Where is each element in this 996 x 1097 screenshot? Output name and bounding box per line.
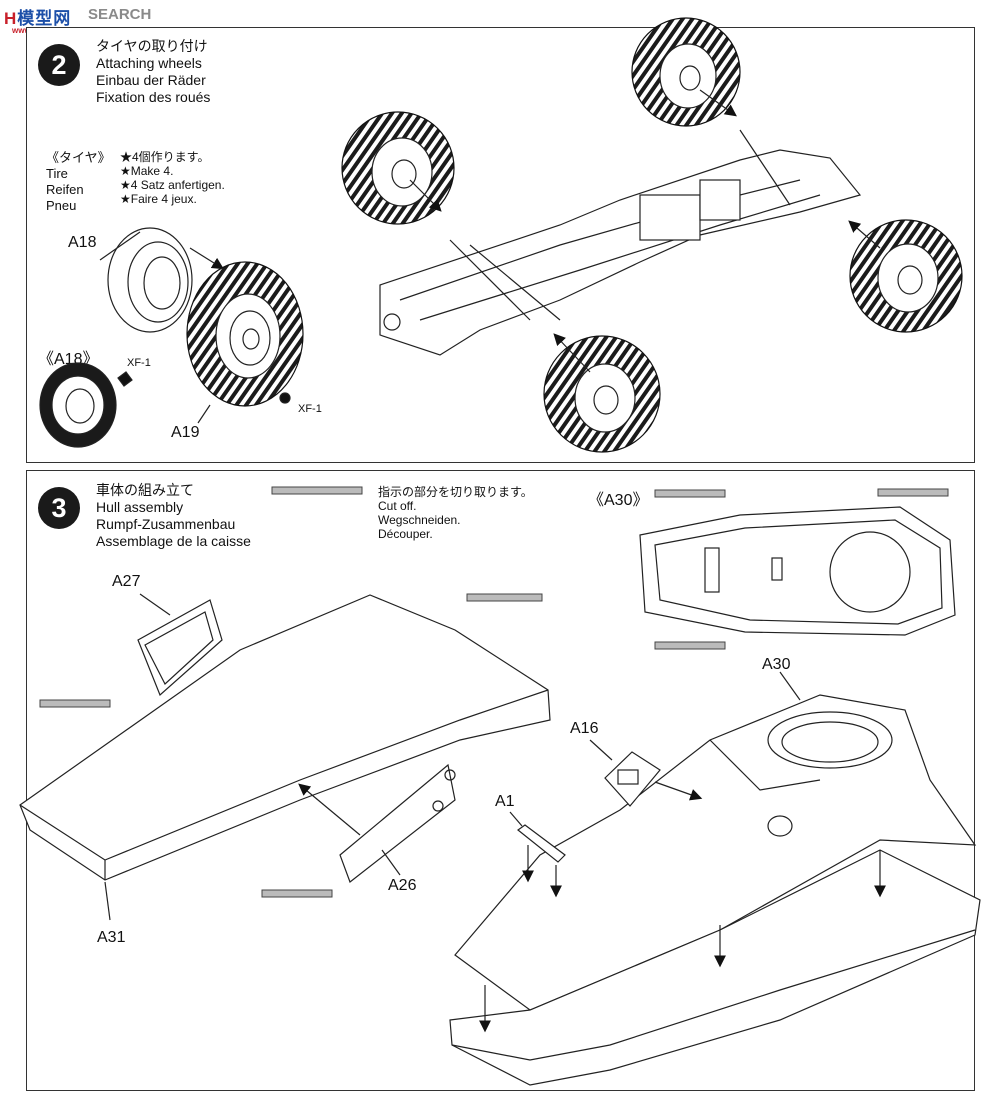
cut-note-de: Wegschneiden. (378, 513, 461, 527)
chassis-frame (379, 129, 862, 356)
step3-number: 3 (38, 487, 80, 529)
cut-note-en: Cut off. (378, 499, 417, 513)
tire-label-de: Reifen (46, 182, 84, 197)
hull-upper-a30 (454, 671, 977, 1011)
step2-title-de: Einbau der Räder (96, 72, 206, 88)
tire-ring-a18 (99, 227, 193, 333)
arrow-wheel-fl (409, 179, 442, 212)
make-note-de: ★4 Satz anfertigen. (120, 178, 225, 192)
make-note-jp: ★4個作ります。 (120, 150, 210, 164)
cut-note-fr: Découper. (378, 527, 433, 541)
arrow-door (298, 783, 361, 836)
paint-label-xf1-b: XF-1 (298, 403, 322, 415)
tire-label-jp: 《タイヤ》 (46, 150, 111, 165)
part-label-a30-view: 《A30》 (588, 492, 649, 509)
make-note-en: ★Make 4. (120, 164, 174, 178)
step3-title: 車体の組み立て Hull assembly Rumpf-Zusammenbau … (96, 482, 251, 550)
cut-note: 指示の部分を切り取ります。 Cut off. Wegschneiden. Déc… (378, 485, 533, 541)
tire-ring-painted (39, 362, 117, 448)
cut-tools (39, 486, 949, 898)
panel-a27 (137, 593, 223, 697)
paint-dot-hub (279, 392, 291, 404)
arrow-wheel-rr (848, 220, 881, 249)
part-label-a16: A16 (570, 720, 599, 737)
tire-label: 《タイヤ》 Tire Reifen Pneu (46, 150, 111, 214)
part-label-a26: A26 (388, 877, 417, 894)
hull-top-view-a30 (639, 506, 956, 636)
make-note: ★4個作ります。 ★Make 4. ★4 Satz anfertigen. ★F… (120, 150, 225, 206)
bracket-a1 (509, 811, 566, 863)
hull-lower-right (449, 849, 981, 1086)
part-label-a31: A31 (97, 929, 126, 946)
step2-title-en: Attaching wheels (96, 55, 202, 71)
step2-number: 2 (38, 44, 80, 86)
step2-title-jp: タイヤの取り付け (96, 38, 208, 54)
wheel-rear-left (631, 17, 741, 127)
tire-label-en: Tire (46, 166, 68, 181)
part-label-a19: A19 (171, 424, 200, 441)
part-label-a27: A27 (112, 573, 141, 590)
step3-title-jp: 車体の組み立て (96, 482, 194, 498)
step3-title-en: Hull assembly (96, 499, 184, 515)
arrow-wheel-fr (553, 333, 591, 373)
paint-label-xf1-a: XF-1 (127, 357, 151, 369)
step3-title-de: Rumpf-Zusammenbau (96, 516, 236, 532)
part-label-a1: A1 (495, 793, 515, 810)
wheel-front-right (543, 335, 661, 453)
step2-title: タイヤの取り付け Attaching wheels Einbau der Räd… (96, 38, 210, 106)
wheel-rear-right (849, 219, 963, 333)
arrow-hatch (654, 781, 703, 801)
hatch-a16 (589, 739, 661, 807)
step3-title-fr: Assemblage de la caisse (96, 533, 251, 549)
paint-dot-ring (117, 371, 133, 387)
cut-note-jp: 指示の部分を切り取ります。 (378, 485, 533, 499)
watermark-search: SEARCH (88, 6, 152, 23)
part-label-a18: A18 (68, 234, 97, 251)
arrow-wheel-rl (699, 89, 737, 117)
arrow-a18 (189, 247, 225, 270)
step2-title-fr: Fixation des roués (96, 89, 211, 105)
wheel-a19 (186, 261, 304, 424)
hull-lower-a31 (19, 594, 551, 921)
watermark-brand: H模型网 (4, 9, 72, 28)
part-label-a30: A30 (762, 656, 791, 673)
door-a26 (339, 763, 456, 883)
make-note-fr: ★Faire 4 jeux. (120, 192, 197, 206)
tire-label-fr: Pneu (46, 198, 77, 213)
